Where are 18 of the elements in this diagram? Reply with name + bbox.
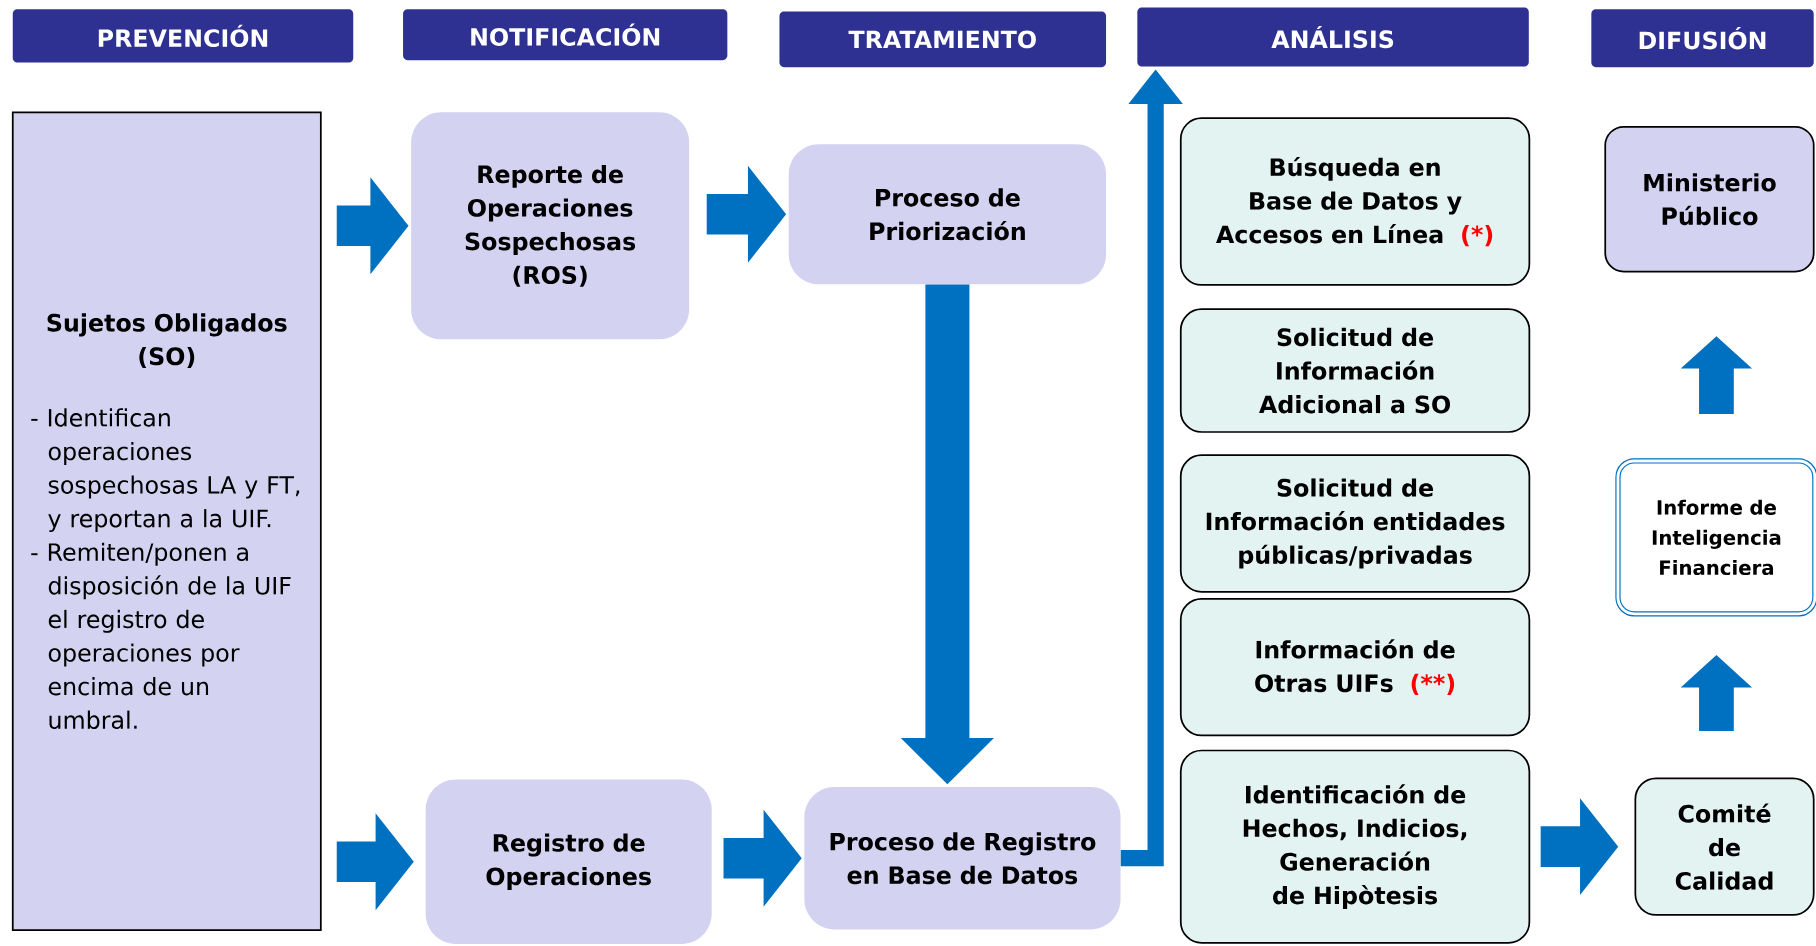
process-box: Proceso de Priorización (788, 144, 1107, 285)
analysis-box: Solicitud de Información entidades públicas/privadas (1179, 454, 1531, 593)
column-header: PREVENCIÓN (12, 9, 354, 63)
process-box: Registro de Operaciones (425, 779, 712, 944)
process-box: Proceso de Registro en Base de Datos (804, 786, 1121, 930)
analysis-box: Información de Otras UIFs (**) (1179, 597, 1531, 737)
column-header: DIFUSIÓN (1591, 9, 1814, 68)
analysis-box: Identificación de Hechos, Indicios, Generación de Hipòtesis (1179, 749, 1531, 944)
column-header: ANÁLISIS (1137, 7, 1529, 67)
column-header: TRATAMIENTO (779, 11, 1107, 68)
report-box: Informe de Inteligencia Financiera (1615, 458, 1816, 617)
analysis-box: Búsqueda en Base de Datos y Accesos en Línea (*) (1179, 117, 1531, 286)
process-box: Reporte de Operaciones Sospechosas (ROS) (411, 112, 690, 340)
actor-box: Sujetos Obligados (SO) - Identifican operaciones sospechosas LA y FT, y reportan a la UIF. - Remiten/ponen a disposición de la UIF el registro de operaciones por encima de un umbral. (11, 111, 322, 931)
column-header: NOTIFICACIÓN (403, 9, 728, 61)
analysis-box: Comité de Calidad (1634, 777, 1815, 916)
destination-box: Ministerio Público (1604, 125, 1815, 273)
analysis-box: Solicitud de Información Adicional a SO (1179, 308, 1531, 433)
